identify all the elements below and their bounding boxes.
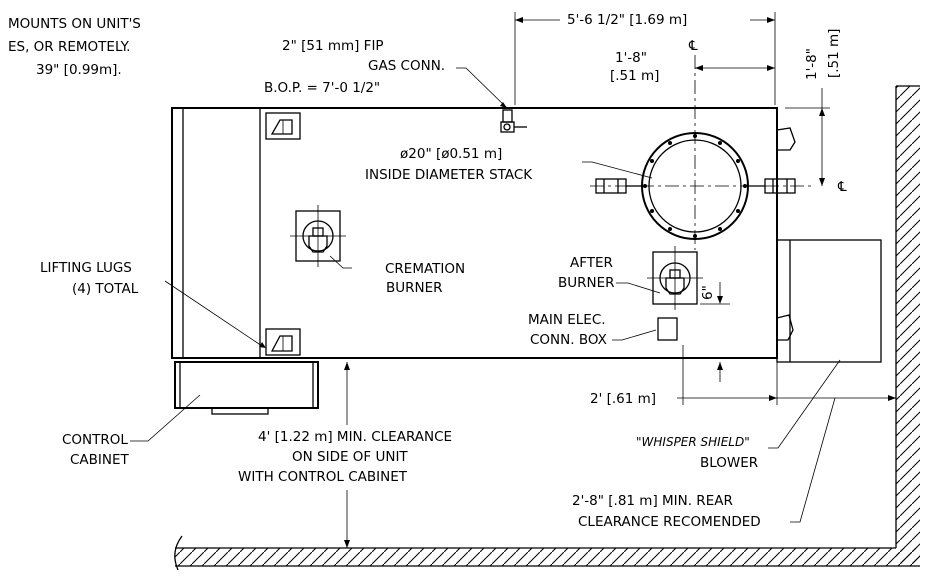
control-cabinet: [174, 361, 319, 415]
dim-stack-offset-label-2: [.51 m]: [610, 68, 659, 84]
lifting-lugs-label-2: (4) TOTAL: [72, 281, 139, 297]
dim-top-label: 5'-6 1/2" [1.69 m]: [567, 12, 687, 28]
control-cabinet-label-2: CABINET: [70, 452, 130, 468]
lifting-lug-right-top: [776, 127, 796, 151]
dim-right-vertical-label-2: [.51 m]: [826, 29, 842, 78]
rear-clearance-label-2: CLEARANCE RECOMENDED: [578, 514, 761, 530]
gas-conn-label-2: GAS CONN.: [368, 58, 445, 74]
cremation-burner-label-1: CREMATION: [385, 261, 465, 277]
blower-label-1: "WHISPER SHIELD": [636, 435, 750, 449]
dim-side-clearance: [344, 362, 350, 548]
dim-six-label: 6": [700, 285, 716, 300]
mount-note-line-3: 39" [0.99m].: [36, 62, 122, 78]
cremation-burner-label-2: BURNER: [386, 280, 443, 296]
mount-note-line-1: MOUNTS ON UNIT'S: [8, 16, 141, 32]
stack-circle: [590, 55, 812, 250]
main-elec-label-2: CONN. BOX: [530, 332, 607, 348]
right-wall: [895, 85, 920, 564]
lifting-lug-top: [265, 112, 301, 140]
dim-six-inch: [700, 282, 730, 382]
main-elec-box: [657, 317, 678, 341]
rear-clearance-label-1: 2'-8" [.81 m] MIN. REAR: [572, 493, 733, 509]
dim-two-ft-label: 2' [.61 m]: [590, 391, 656, 407]
lifting-lugs-label-1: LIFTING LUGS: [40, 260, 132, 276]
dim-top: [514, 12, 776, 105]
after-burner-icon: [647, 246, 703, 310]
side-clearance-label-1: 4' [1.22 m] MIN. CLEARANCE: [258, 429, 452, 445]
control-cabinet-label-1: CONTROL: [62, 432, 128, 448]
mount-note-line-2: ES, OR REMOTELY.: [8, 39, 130, 55]
whisper-shield-blower: [776, 239, 882, 363]
cremation-burner-icon: [290, 205, 346, 267]
blower-label-2: BLOWER: [700, 455, 758, 471]
leader-lines: [130, 67, 841, 523]
dim-stack-offset: [695, 65, 775, 71]
gas-conn-label-3: B.O.P. = 7'-0 1/2": [264, 80, 380, 96]
centerline-top-symbol: ℄: [688, 38, 698, 54]
gas-conn-label-1: 2" [51 mm] FIP: [282, 38, 384, 54]
stack-label-1: ø20" [ø0.51 m]: [400, 146, 502, 162]
side-clearance-label-2: ON SIDE OF UNIT: [292, 449, 408, 465]
centerline-right-symbol: ℄: [837, 179, 847, 195]
gas-valve-icon: [500, 109, 527, 133]
dim-stack-offset-label-1: 1'-8": [615, 50, 647, 66]
floor-wall: [174, 535, 920, 571]
dim-right-vertical: [785, 88, 830, 186]
lifting-lug-right-bottom: [776, 314, 794, 341]
main-elec-label-1: MAIN ELEC.: [528, 312, 606, 328]
stack-label-2: INSIDE DIAMETER STACK: [365, 167, 533, 183]
dim-two-ft: [677, 345, 896, 405]
side-clearance-label-3: WITH CONTROL CABINET: [238, 469, 408, 485]
cremator-unit-body: [171, 107, 778, 359]
lifting-lug-bottom: [265, 328, 301, 356]
dim-right-vertical-label-1: 1'-8": [804, 48, 820, 80]
after-burner-label-1: AFTER: [570, 255, 613, 271]
after-burner-label-2: BURNER: [558, 275, 615, 291]
